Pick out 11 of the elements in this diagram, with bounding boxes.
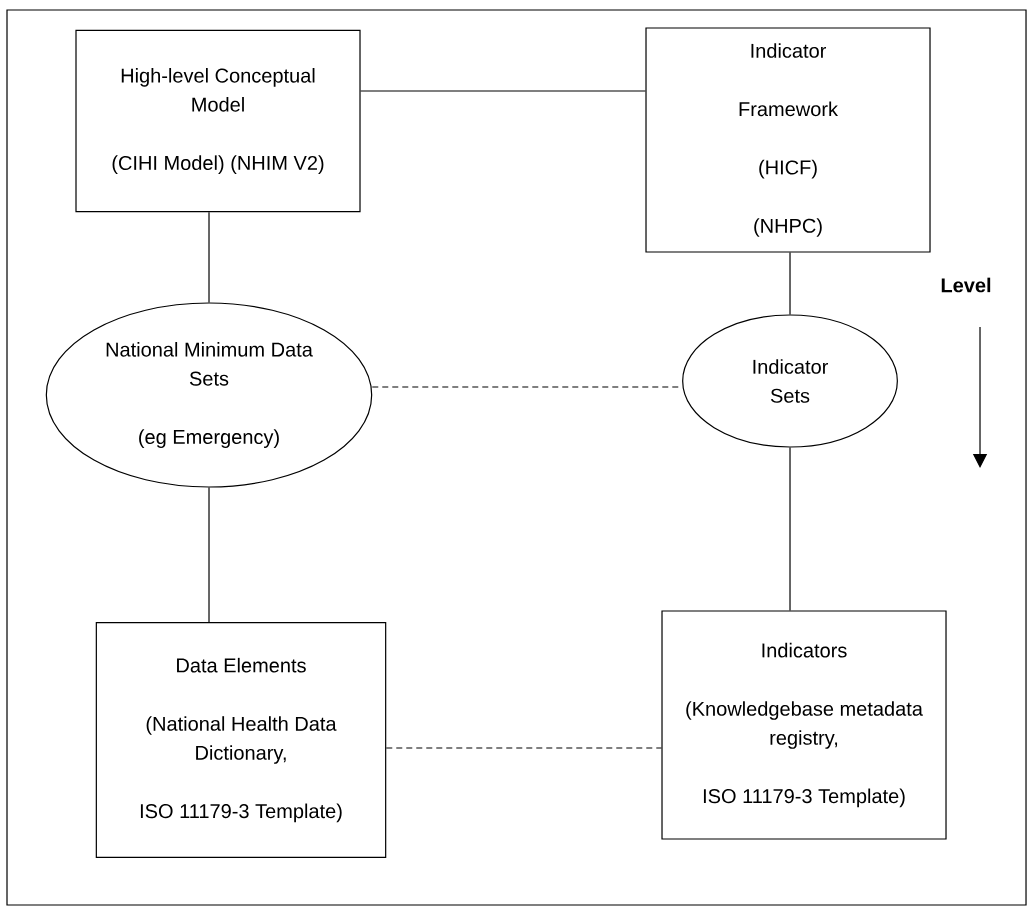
connector bbox=[208, 211, 210, 303]
text-box: Indicator Framework (HICF) (NHPC) bbox=[645, 27, 931, 253]
text-box: High-level Conceptual Model (CIHI Model) (NHIM V2) bbox=[75, 29, 361, 213]
text-box: Indicators (Knowledgebase metadata registry, ISO 11179-3 Template) bbox=[661, 610, 947, 840]
connector bbox=[385, 747, 662, 749]
axis-label: Level bbox=[941, 277, 991, 293]
connector bbox=[789, 252, 791, 315]
text-box: Data Elements (National Health Data Dictionary, ISO 11179-3 Template) bbox=[95, 622, 387, 858]
connector bbox=[208, 487, 210, 623]
connector bbox=[789, 447, 791, 611]
connector bbox=[360, 90, 646, 92]
